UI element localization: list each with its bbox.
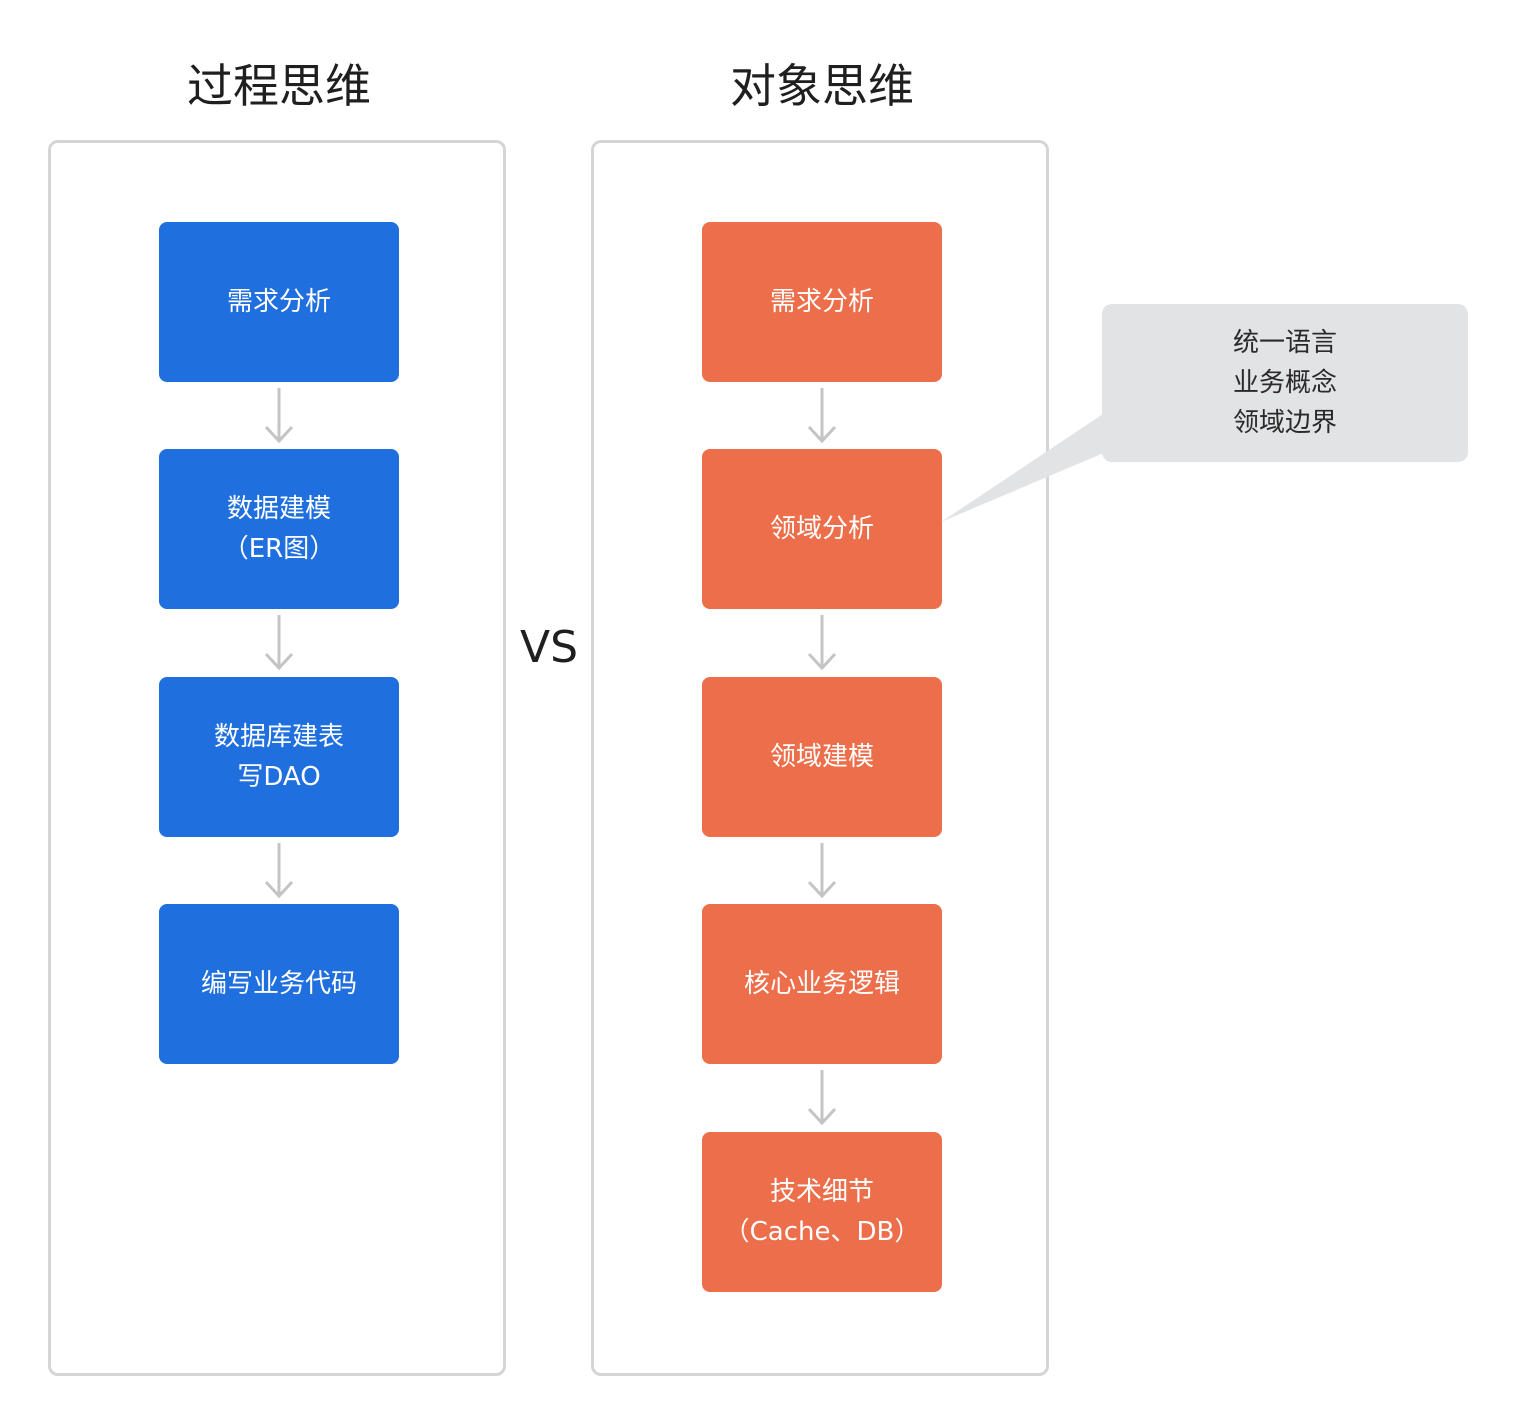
- left-step-1-line-1: 需求分析: [226, 287, 331, 317]
- left-arrow-2: [264, 615, 294, 671]
- right-step-domain-analysis: 领域分析: [702, 449, 942, 609]
- right-step-technical-details: 技术细节 （Cache、DB）: [702, 1132, 942, 1292]
- callout-line-2: 业务概念: [1232, 368, 1337, 398]
- left-step-create-tables: 数据库建表 写DAO: [159, 677, 399, 837]
- right-step-5-line-1: 技术细节: [769, 1177, 874, 1207]
- right-step-5-line-2: （Cache、DB）: [723, 1217, 921, 1247]
- right-step-domain-modeling: 领域建模: [702, 677, 942, 837]
- right-step-requirement-analysis: 需求分析: [702, 222, 942, 382]
- right-arrow-4: [807, 1070, 837, 1126]
- callout-line-3: 领域边界: [1232, 408, 1337, 438]
- right-arrow-1: [807, 388, 837, 444]
- right-step-core-business-logic: 核心业务逻辑: [702, 904, 942, 1064]
- vs-label: VS: [520, 622, 579, 673]
- right-step-4-line-1: 核心业务逻辑: [743, 969, 900, 999]
- left-arrow-1: [264, 388, 294, 444]
- callout-line-1: 统一语言: [1232, 328, 1337, 358]
- right-step-2-line-1: 领域分析: [769, 514, 874, 544]
- left-step-requirement-analysis: 需求分析: [159, 222, 399, 382]
- left-step-3-line-2: 写DAO: [237, 762, 321, 792]
- left-step-2-line-1: 数据建模: [226, 494, 331, 524]
- right-column-title: 对象思维: [730, 59, 914, 113]
- left-arrow-3: [264, 843, 294, 899]
- left-step-data-modeling: 数据建模 （ER图）: [159, 449, 399, 609]
- left-step-2-line-2: （ER图）: [222, 534, 336, 564]
- callout-text: 统一语言 业务概念 领域边界: [1102, 304, 1468, 462]
- left-column-title: 过程思维: [187, 59, 371, 113]
- right-step-1-line-1: 需求分析: [769, 287, 874, 317]
- left-step-3-line-1: 数据库建表: [213, 722, 344, 752]
- left-step-4-line-1: 编写业务代码: [200, 969, 357, 999]
- right-arrow-2: [807, 615, 837, 671]
- right-step-3-line-1: 领域建模: [769, 742, 874, 772]
- right-arrow-3: [807, 843, 837, 899]
- left-step-business-code: 编写业务代码: [159, 904, 399, 1064]
